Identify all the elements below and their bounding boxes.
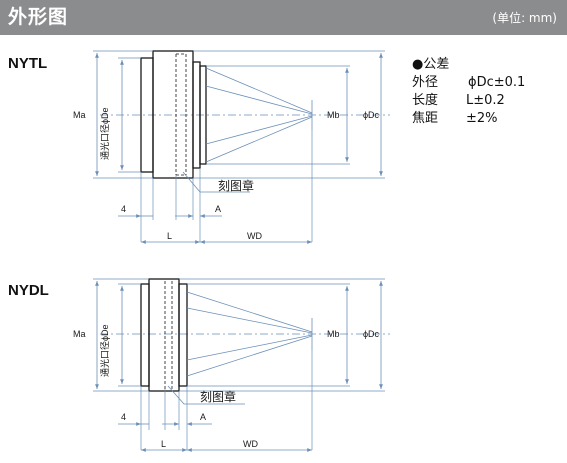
engraving-label: 刻图章 (218, 178, 254, 193)
diagram-nydl: NYDL (8, 278, 390, 452)
dim-wd-label: WD (247, 231, 262, 241)
ma-label: Ma (73, 110, 86, 120)
tolerance-value: ±2% (466, 111, 498, 126)
tolerance-value: ϕDc±0.1 (468, 75, 525, 90)
lens-drawing: NYTL (8, 50, 525, 452)
dim-4-label: 4 (121, 204, 126, 214)
model-label-nydl: NYDL (8, 282, 49, 299)
diagram-nytl: NYTL (8, 50, 390, 244)
engraving-label: 刻图章 (200, 389, 236, 404)
dim-4-label: 4 (121, 412, 126, 422)
dim-a-label: A (215, 204, 221, 214)
dim-a-label: A (200, 412, 206, 422)
mb-label: Mb (327, 110, 340, 120)
dc-label: ϕDc (363, 329, 380, 339)
tolerance-label: 外径 (412, 75, 438, 90)
ma-label: Ma (73, 329, 86, 339)
tolerance-heading: ●公差 (412, 57, 449, 72)
tolerance-value: L±0.2 (466, 93, 505, 108)
model-label-nytl: NYTL (8, 55, 47, 72)
unit-label: (单位: mm) (492, 11, 557, 25)
tolerance-label: 长度 (412, 92, 438, 108)
header-bar: 外形图 (单位: mm) (0, 0, 567, 35)
lens-body (140, 278, 188, 392)
dim-l-label: L (167, 231, 172, 241)
mb-label: Mb (327, 329, 340, 339)
page-title: 外形图 (8, 6, 69, 28)
dim-l-label: L (161, 439, 166, 449)
aperture-label: 通光口径ϕDe (99, 107, 110, 160)
lens-body (140, 50, 207, 179)
aperture-label: 通光口径ϕDe (99, 324, 110, 377)
dim-wd-label: WD (243, 439, 258, 449)
tolerance-label: 焦距 (412, 111, 438, 126)
tolerance-block: ●公差 外径 ϕDc±0.1 长度 L±0.2 焦距 ±2% (412, 57, 525, 126)
dc-label: ϕDc (363, 110, 380, 120)
